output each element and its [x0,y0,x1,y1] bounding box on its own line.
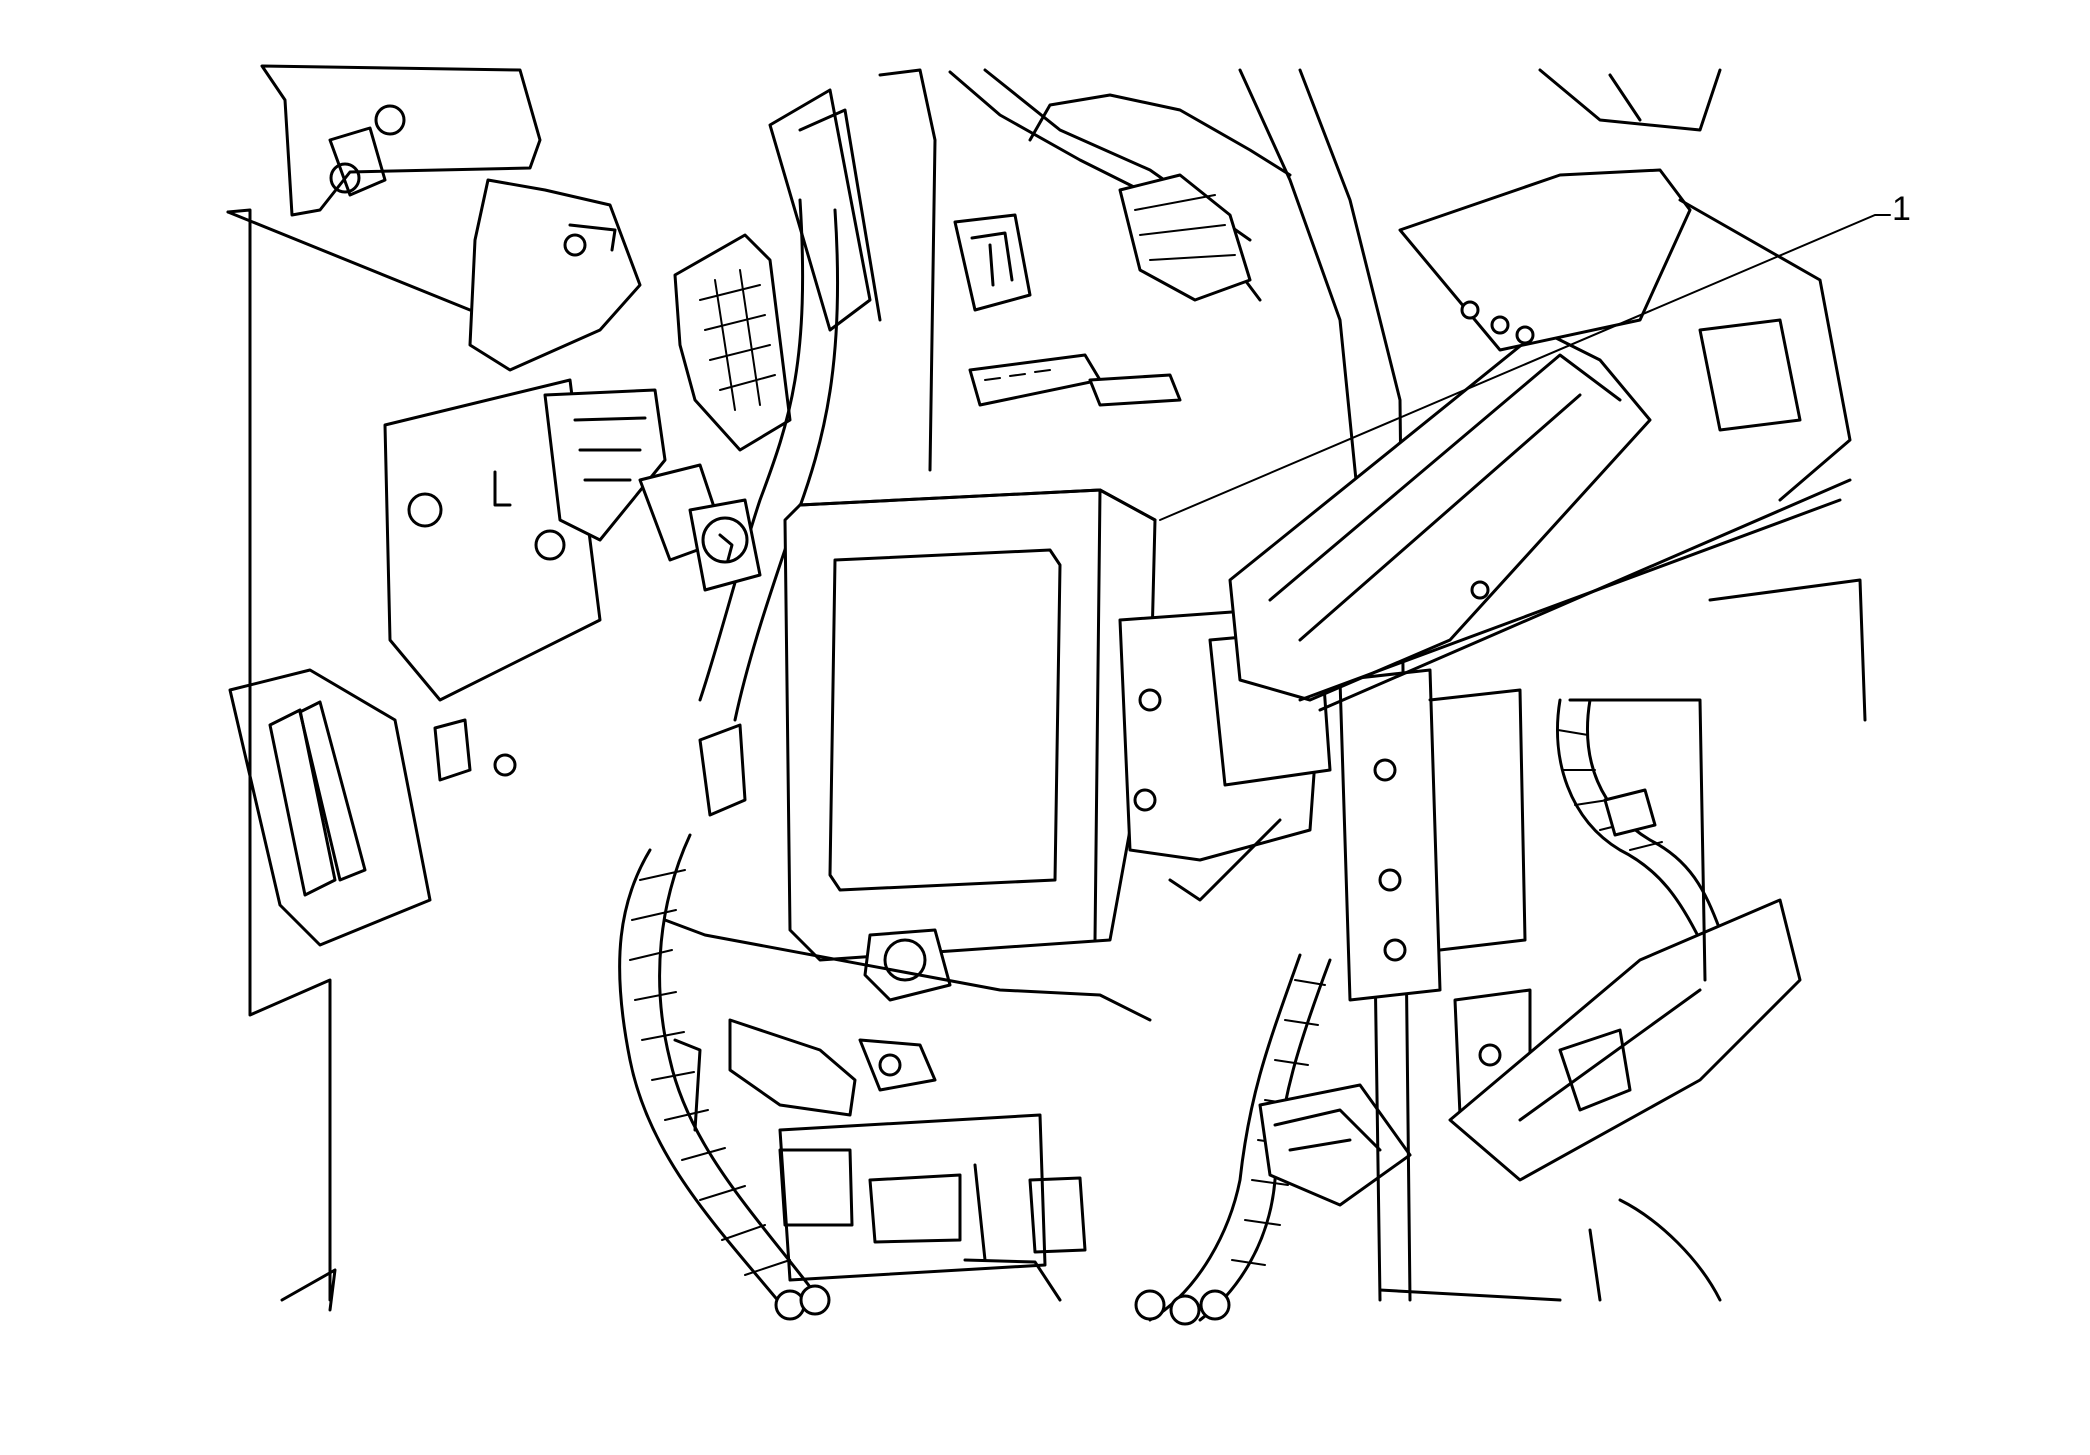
callout-1-label: 1 [1892,190,1911,228]
right-wire-harness [1134,698,1722,1326]
lower-bracket [663,918,1152,1302]
left-wire-harness [618,198,840,1321]
perforated-bracket [673,233,792,452]
left-panel [226,64,542,1312]
left-mounting-bracket [383,178,667,782]
right-pillar [1238,68,1562,1302]
diagonal-rail [1228,168,1852,712]
top-wire-harness [768,68,1292,472]
callout-1-leader [1159,214,1891,521]
right-panel [1448,68,1867,1302]
callout-1: 1 [1159,190,1911,521]
